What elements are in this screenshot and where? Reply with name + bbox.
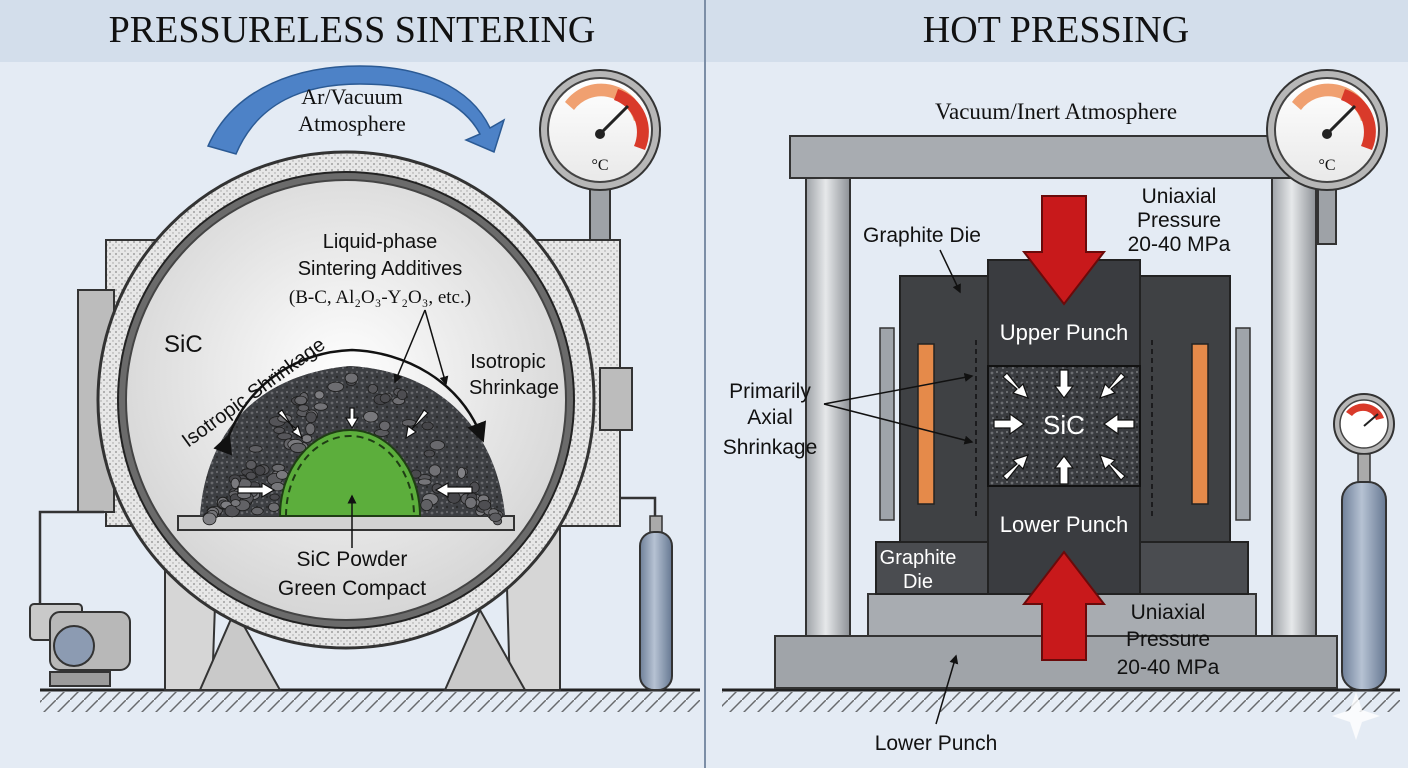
left-atmosphere-line2: Atmosphere (298, 111, 406, 136)
sample-compression-arrows (993, 369, 1135, 485)
gauge-unit-right: °C (1318, 157, 1335, 174)
graphite-die-bottom-line2: Die (903, 571, 933, 593)
axial-line1: Primarily (729, 380, 811, 403)
left-atmosphere-line1: Ar/Vacuum (301, 84, 402, 109)
pressure-top-line2: Pressure (1137, 209, 1221, 232)
compact-line2: Green Compact (278, 577, 426, 600)
pressure-top-line1: Uniaxial (1142, 185, 1217, 208)
pressure-arrow-top (1021, 195, 1107, 306)
pressure-bottom-line1: Uniaxial (1131, 601, 1206, 624)
isotropic-shrinkage-right-line2: Shrinkage (469, 377, 559, 399)
pressure-bottom-line2: Pressure (1126, 628, 1210, 651)
additives-line1: Liquid-phase (323, 231, 438, 253)
gas-cylinder-left (620, 496, 673, 691)
temperature-gauge-left: °C (539, 69, 661, 241)
hot-press: °C Vacuum/Inert Atmosphere Graphite Die … (722, 69, 1400, 755)
right-panel-title: HOT PRESSING (923, 9, 1189, 51)
graphite-die-top: Graphite Die (863, 224, 981, 247)
additives-line2: Sintering Additives (298, 258, 463, 280)
gauge-unit-left: °C (591, 157, 608, 174)
gas-cylinder-right (1333, 393, 1395, 691)
compact-line1: SiC Powder (297, 548, 408, 571)
temperature-gauge-right: °C (1266, 69, 1388, 245)
vacuum-pump (29, 510, 131, 687)
sparkle-icon (1332, 692, 1380, 740)
right-atmosphere: Vacuum/Inert Atmosphere (935, 99, 1177, 124)
left-sic-label: SiC (164, 331, 203, 358)
additives-line3: (B-C, Al₂O₃-Y₂O₃, etc.) (289, 287, 471, 308)
axial-line3: Shrinkage (723, 436, 818, 459)
pressureless-furnace: °C Ar/Vacuum Atmosphere Liquid-phase Sin… (29, 65, 700, 712)
lower-punch-base-label: Lower Punch (875, 732, 998, 755)
pressure-arrow-bottom (1021, 550, 1107, 661)
isotropic-shrinkage-right-line1: Isotropic (470, 351, 546, 373)
pressure-bottom-line3: 20-40 MPa (1117, 656, 1220, 679)
right-sic-label: SiC (1043, 410, 1085, 440)
lower-punch-label: Lower Punch (1000, 512, 1128, 537)
atmosphere-flow-arrow (206, 65, 506, 155)
axial-line2: Axial (747, 406, 793, 429)
left-panel-title: PRESSURELESS SINTERING (109, 9, 596, 51)
graphite-die-bottom-line1: Graphite (880, 547, 957, 569)
pressure-top-line3: 20-40 MPa (1128, 233, 1231, 256)
upper-punch-label: Upper Punch (1000, 320, 1128, 345)
